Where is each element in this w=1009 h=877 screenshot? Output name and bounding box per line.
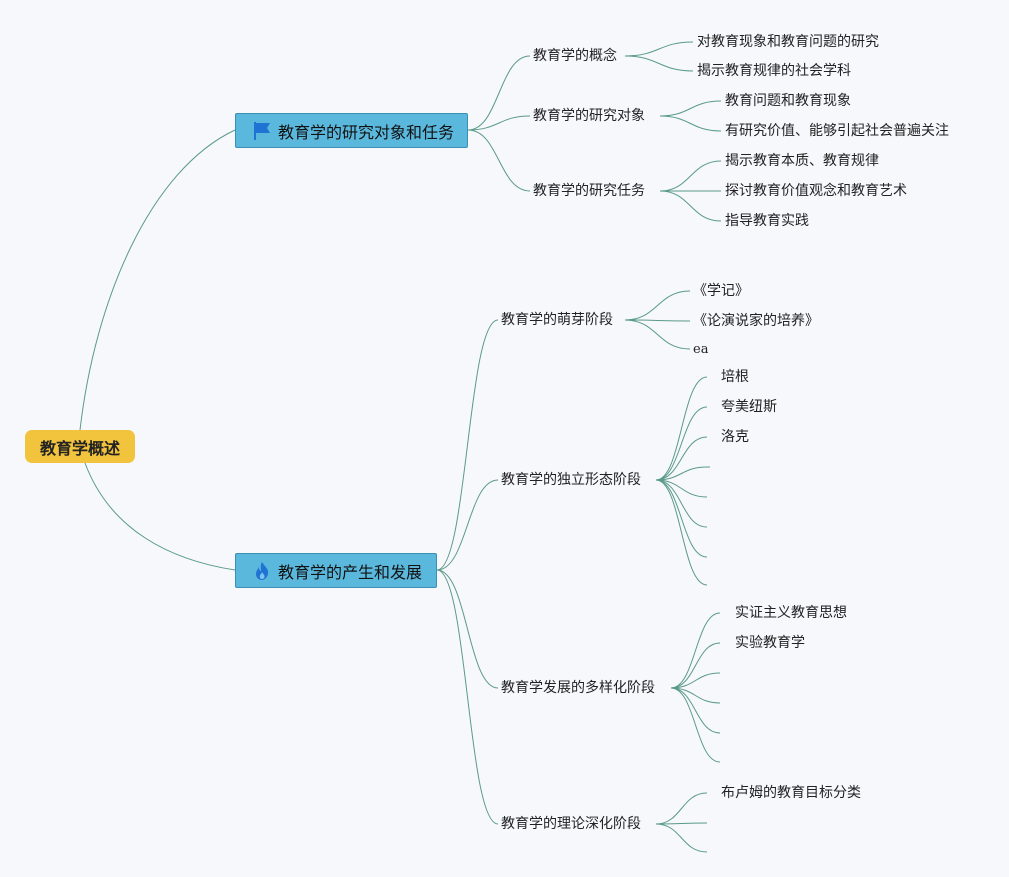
connector-line [659, 115, 722, 132]
leaf-text[interactable]: 实证主义教育思想 [735, 605, 847, 621]
subtopic-research-task[interactable]: 教育学的研究任务 [533, 183, 645, 199]
connector-line [84, 462, 236, 571]
connector-line [655, 466, 708, 481]
connector-line [655, 436, 708, 481]
branch-label: 教育学的产生和发展 [278, 562, 423, 582]
connector-line [436, 479, 499, 571]
branch-origin-development[interactable]: 教育学的产生和发展 [235, 553, 437, 588]
connector-line [436, 569, 499, 689]
connector-line [659, 190, 722, 222]
connector-line [659, 100, 722, 117]
connector-line [79, 129, 236, 431]
root-topic[interactable]: 教育学概述 [25, 430, 135, 463]
subtopic-research-object[interactable]: 教育学的研究对象 [533, 108, 645, 124]
flame-icon [252, 561, 272, 581]
leaf-text[interactable]: 《论演说家的培养》 [693, 313, 819, 329]
connector-line [624, 55, 694, 72]
connector-line [624, 319, 691, 322]
flag-icon [252, 121, 272, 141]
connector-line [436, 319, 499, 571]
branch-label: 教育学的研究对象和任务 [278, 122, 455, 142]
connector-line [436, 569, 499, 825]
leaf-text[interactable]: 对教育现象和教育问题的研究 [697, 34, 879, 50]
connector-line [655, 479, 708, 528]
subtopic-diversified-stage[interactable]: 教育学发展的多样化阶段 [501, 680, 655, 696]
subtopic-sprout-stage[interactable]: 教育学的萌芽阶段 [501, 312, 613, 328]
leaf-text[interactable]: 布卢姆的教育目标分类 [721, 785, 861, 801]
connector-line [655, 376, 708, 481]
connector-line [670, 642, 721, 689]
connector-line [655, 792, 708, 825]
subtopic-deepening-stage[interactable]: 教育学的理论深化阶段 [501, 816, 641, 832]
leaf-text[interactable]: 夸美纽斯 [721, 399, 777, 415]
leaf-text[interactable]: 揭示教育本质、教育规律 [725, 153, 879, 169]
connector-line [467, 55, 531, 131]
leaf-text[interactable]: 有研究价值、能够引起社会普遍关注 [725, 123, 949, 139]
connector-line [655, 479, 708, 498]
leaf-text[interactable]: 实验教育学 [735, 635, 805, 651]
connector-line [670, 612, 721, 689]
subtopic-concept[interactable]: 教育学的概念 [533, 48, 617, 64]
leaf-text[interactable]: 《学记》 [693, 283, 749, 299]
leaf-text[interactable]: 探讨教育价值观念和教育艺术 [725, 183, 907, 199]
leaf-text[interactable]: 指导教育实践 [725, 213, 809, 229]
connector-line [624, 319, 691, 350]
connector-line [655, 822, 708, 825]
connector-line [624, 290, 691, 321]
subtopic-independent-stage[interactable]: 教育学的独立形态阶段 [501, 472, 641, 488]
connector-line [655, 479, 708, 586]
connector-line [467, 129, 531, 192]
connector-line [624, 41, 694, 57]
leaf-text[interactable]: 教育问题和教育现象 [725, 93, 851, 109]
connector-line [655, 823, 708, 853]
connector-line [655, 406, 708, 481]
leaf-text[interactable]: 揭示教育规律的社会学科 [697, 63, 851, 79]
connector-line [670, 672, 721, 689]
connector-line [670, 687, 721, 734]
connector-line [467, 115, 531, 131]
leaf-text[interactable]: 培根 [721, 369, 749, 385]
branch-research-object-task[interactable]: 教育学的研究对象和任务 [235, 113, 468, 148]
leaf-text[interactable]: 洛克 [721, 429, 749, 445]
connector-line [659, 160, 722, 192]
connector-line [655, 479, 708, 558]
leaf-text[interactable]: ea [693, 342, 709, 357]
connector-line [670, 687, 721, 763]
